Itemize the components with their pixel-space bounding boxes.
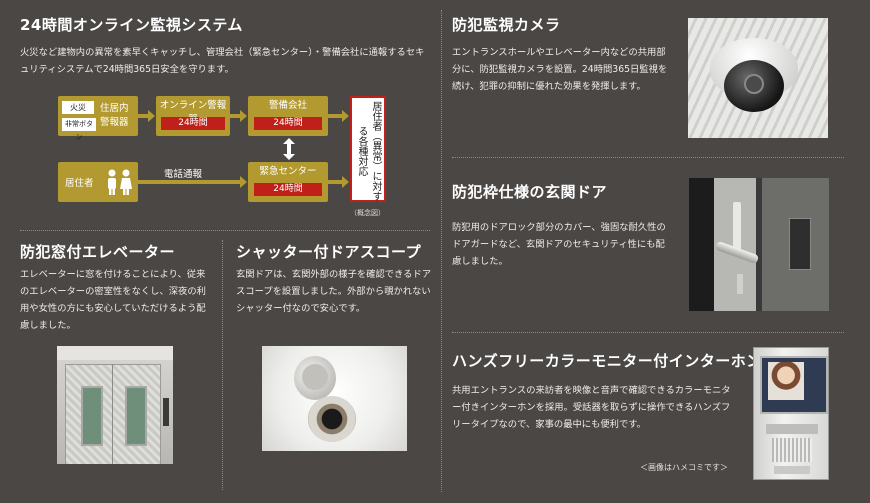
alarm-line2: 警報器 bbox=[100, 117, 129, 128]
fire-label: 火災 bbox=[62, 101, 94, 114]
alarm-line1: 住居内 bbox=[100, 103, 129, 114]
emergency-button-label: 非常ボタン bbox=[62, 118, 96, 141]
intercom-body: 共用エントランスの来訪者を映像と音声で確認できるカラーモニター付きインターホンを… bbox=[452, 385, 731, 430]
divider bbox=[452, 157, 844, 158]
divider bbox=[441, 10, 442, 492]
intercom-title: ハンズフリーカラーモニター付インターホン bbox=[452, 352, 762, 370]
elevator-photo bbox=[57, 346, 173, 464]
online-alarm-hours: 24時間 bbox=[161, 117, 225, 130]
response-label: 居住者（異常）に対する各種対応 bbox=[356, 101, 381, 201]
resident-box: 居住者 bbox=[58, 162, 138, 202]
scope-body: 玄関ドアは、玄関外部の様子を確認できるドアスコープを設置しました。外部から覗かれ… bbox=[236, 269, 432, 314]
monitoring-diagram: 火災 非常ボタン 住居内 警報器 オンライン警報器 24時間 警備会社 24時間… bbox=[58, 96, 398, 220]
divider bbox=[20, 230, 430, 231]
resident-label: 居住者 bbox=[65, 178, 94, 189]
monitoring-title: 24時間オンライン監視システム bbox=[20, 16, 243, 34]
elevator-title: 防犯窓付エレベーター bbox=[20, 243, 176, 261]
emergency-center-label: 緊急センター bbox=[259, 166, 317, 177]
intercom-note: ＜画像はハメコミです＞ bbox=[640, 463, 728, 472]
camera-title: 防犯監視カメラ bbox=[452, 16, 561, 34]
scope-title: シャッター付ドアスコープ bbox=[236, 243, 422, 261]
elevator-body: エレベーターに窓を付けることにより、従来のエレベーターの密室性をなくし、深夜の利… bbox=[20, 269, 206, 331]
emergency-center-box: 緊急センター 24時間 bbox=[248, 162, 328, 202]
arrow-right-icon bbox=[328, 176, 349, 188]
people-icon bbox=[108, 169, 132, 195]
door-scope-photo bbox=[262, 346, 407, 451]
arrow-right-icon bbox=[138, 110, 155, 122]
security-company-hours: 24時間 bbox=[254, 117, 322, 130]
alarm-source-box: 火災 非常ボタン 住居内 警報器 bbox=[58, 96, 138, 141]
emergency-center-hours: 24時間 bbox=[254, 183, 322, 196]
online-alarm-box: オンライン警報器 24時間 bbox=[156, 96, 230, 136]
arrow-right-icon bbox=[138, 176, 247, 188]
monitoring-body: 火災など建物内の異常を素早くキャッチし、管理会社（緊急センター）・警備会社に通報… bbox=[20, 47, 425, 75]
phone-report-label: 電話通報 bbox=[164, 169, 203, 180]
door-body: 防犯用のドアロック部分のカバー、強固な耐久性のドアガードなど、玄関ドアのセキュリ… bbox=[452, 222, 666, 267]
security-company-box: 警備会社 24時間 bbox=[248, 96, 328, 136]
divider bbox=[452, 332, 844, 333]
camera-photo bbox=[688, 18, 828, 138]
response-box: 居住者（異常）に対する各種対応 bbox=[350, 96, 386, 202]
diagram-note: （概念図） bbox=[350, 209, 385, 217]
door-photo bbox=[689, 178, 829, 311]
arrow-updown-icon bbox=[283, 138, 295, 160]
camera-body: エントランスホールやエレベーター内などの共用部分に、防犯監視カメラを設置。24時… bbox=[452, 47, 668, 92]
intercom-photo bbox=[753, 347, 829, 480]
arrow-right-icon bbox=[328, 110, 349, 122]
arrow-right-icon bbox=[230, 110, 247, 122]
divider bbox=[222, 240, 223, 490]
security-company-label: 警備会社 bbox=[268, 100, 307, 111]
door-title: 防犯枠仕様の玄関ドア bbox=[452, 183, 608, 201]
